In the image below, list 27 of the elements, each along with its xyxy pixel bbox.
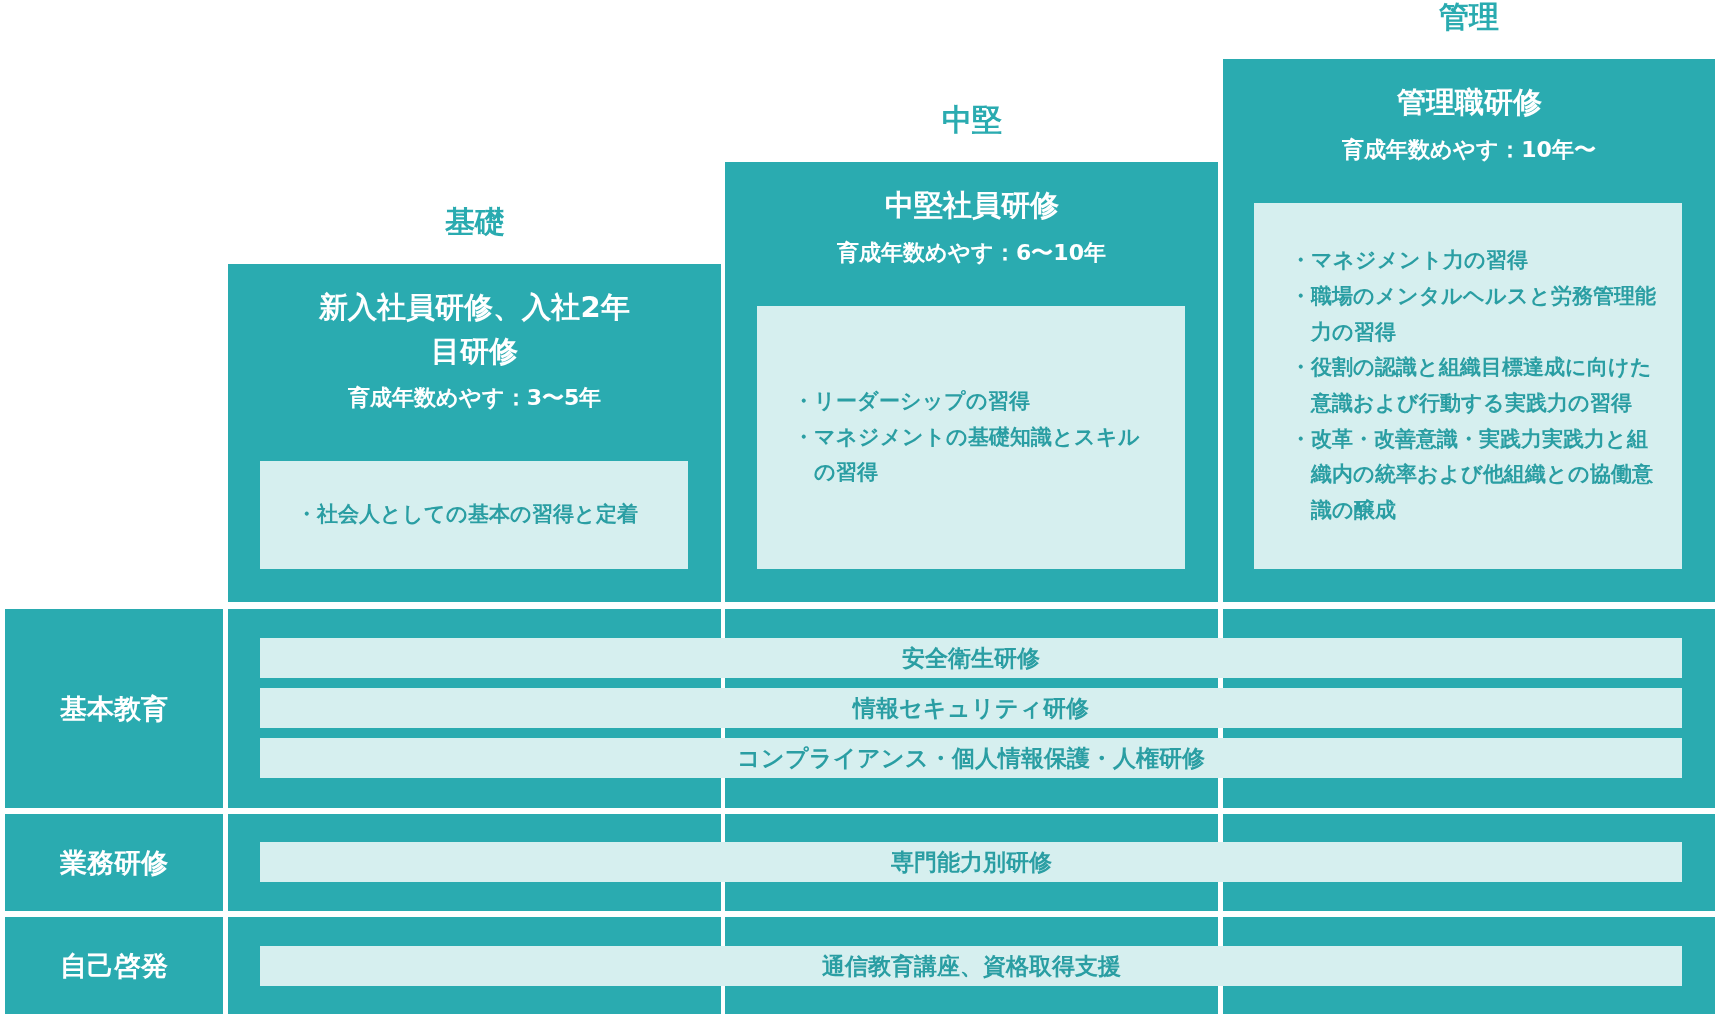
bullet-text: ・改革・改善意識・実践力実践力と組織内の統率および他組織との協働意識の醸成: [1290, 425, 1654, 525]
bullet-text: ・役割の認識と組織目標達成に向けた意識および行動する実践力の習得: [1290, 354, 1653, 417]
column-heading: 管理: [1438, 0, 1500, 36]
training-bar: 安全衛生研修: [260, 638, 1682, 678]
content-panel: [757, 306, 1185, 569]
row-header: 基本教育: [5, 609, 223, 808]
content-panel: [260, 461, 688, 569]
training-bar: 通信教育講座、資格取得支援: [260, 946, 1682, 986]
column-heading: 基礎: [443, 203, 506, 241]
course-title: 中堅社員研修: [883, 187, 1060, 224]
training-bar: 情報セキュリティ研修: [260, 688, 1682, 728]
bullet-text: ・職場のメンタルヘルスと労務管理能力の習得: [1290, 282, 1656, 346]
row-header: 自己啓発: [5, 917, 223, 1014]
bullet-text: ・リーダーシップの習得: [793, 387, 1031, 415]
course-title: 新入社員研修、入社2年目研修: [318, 289, 631, 370]
column-heading: 中堅: [940, 101, 1003, 139]
course-title: 管理職研修: [1395, 84, 1543, 121]
bullet-text: ・マネジメント力の習得: [1290, 247, 1529, 275]
duration-text: 育成年数めやす：10年〜: [1341, 135, 1597, 164]
bullet-text: ・マネジメントの基礎知識とスキルの習得: [793, 423, 1141, 487]
duration-text: 育成年数めやす：3〜5年: [346, 384, 603, 412]
content-panel: [1254, 203, 1682, 569]
training-bar: 専門能力別研修: [260, 842, 1682, 882]
row-header: 業務研修: [5, 814, 223, 911]
bullet-text: ・社会人としての基本の習得と定着: [296, 501, 639, 529]
training-bar: コンプライアンス・個人情報保護・人権研修: [260, 738, 1682, 778]
duration-text: 育成年数めやす：6〜10年: [836, 238, 1107, 267]
